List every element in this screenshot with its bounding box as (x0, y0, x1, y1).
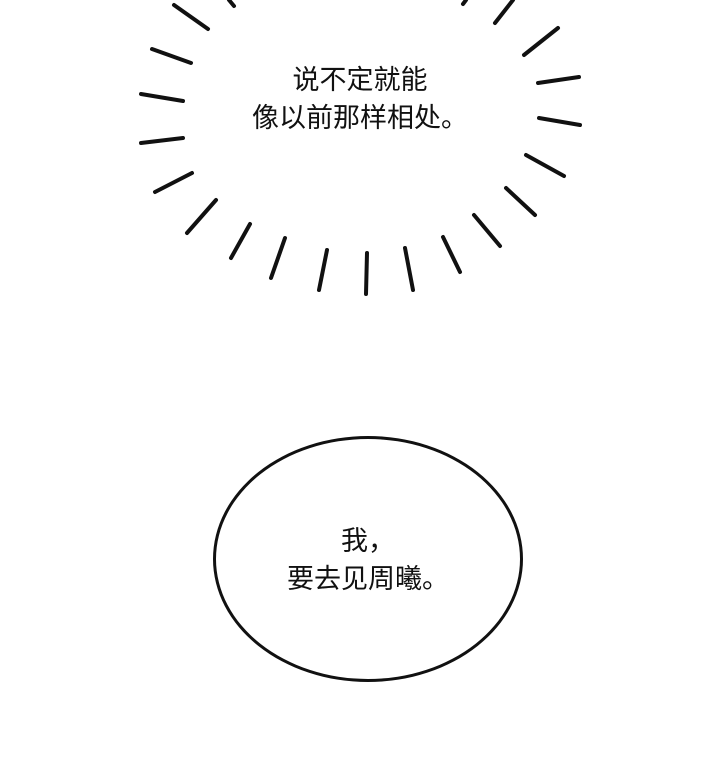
speech-bubble: 我， 要去见周曦。 (213, 436, 523, 682)
thought-line-1: 说不定就能 (292, 65, 428, 96)
speech-line-1: 我， (341, 526, 395, 557)
speech-line-2: 要去见周曦。 (287, 564, 449, 595)
thought-line-2: 像以前那样相处。 (252, 103, 468, 134)
speech-text: 我， 要去见周曦。 (287, 523, 449, 599)
thought-text: 说不定就能 像以前那样相处。 (230, 62, 490, 138)
emphasis-burst-lines (139, 0, 582, 296)
